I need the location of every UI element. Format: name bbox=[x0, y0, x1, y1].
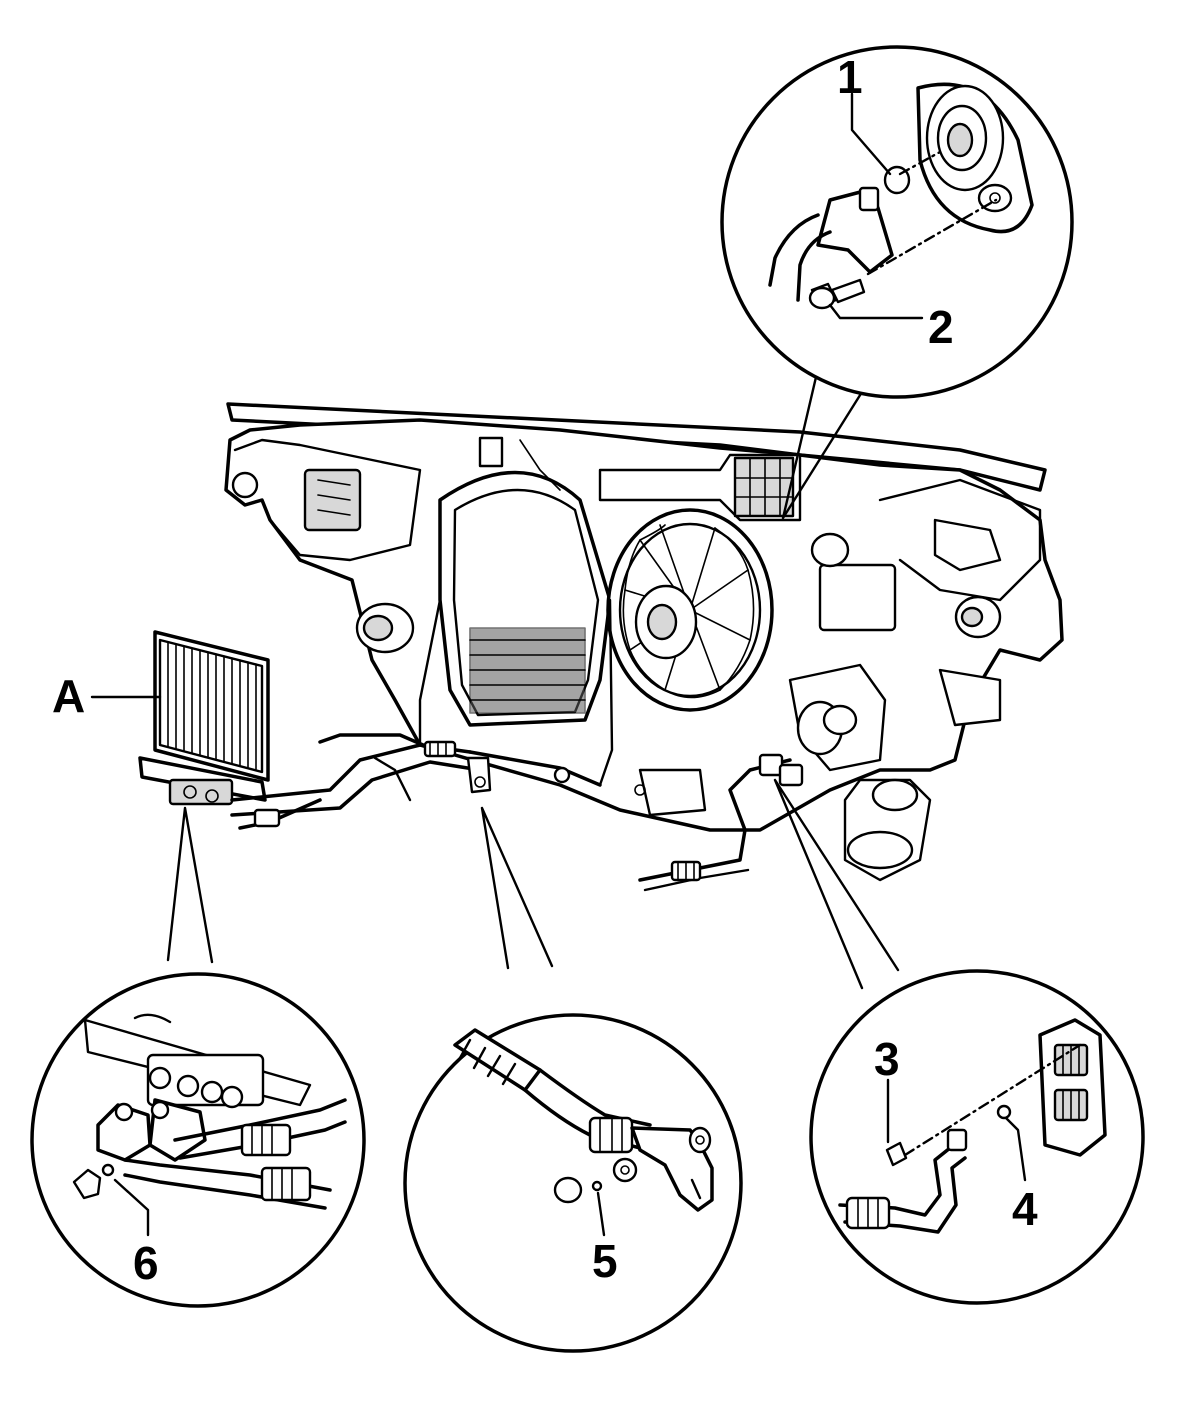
condenser-a bbox=[138, 630, 270, 806]
callout-1: 1 bbox=[837, 51, 863, 103]
cooling-fan bbox=[622, 524, 755, 699]
callout-4: 4 bbox=[1012, 1183, 1038, 1235]
detail-circle-6 bbox=[30, 972, 366, 1308]
detail-circle-1-2 bbox=[720, 45, 1074, 399]
callout-2: 2 bbox=[928, 301, 954, 353]
callout-6: 6 bbox=[133, 1237, 159, 1289]
callout-3: 3 bbox=[874, 1033, 900, 1085]
detail-circle-5 bbox=[403, 1013, 743, 1353]
refrigerant-lines bbox=[230, 733, 804, 892]
detail-circle-3-4 bbox=[809, 969, 1145, 1305]
callout-labels: 1 2 A 3 4 5 6 bbox=[52, 51, 1038, 1289]
callout-5: 5 bbox=[592, 1235, 618, 1287]
callout-a: A bbox=[52, 670, 85, 722]
front-end-carrier bbox=[224, 402, 1064, 882]
leader-lines bbox=[166, 358, 900, 990]
